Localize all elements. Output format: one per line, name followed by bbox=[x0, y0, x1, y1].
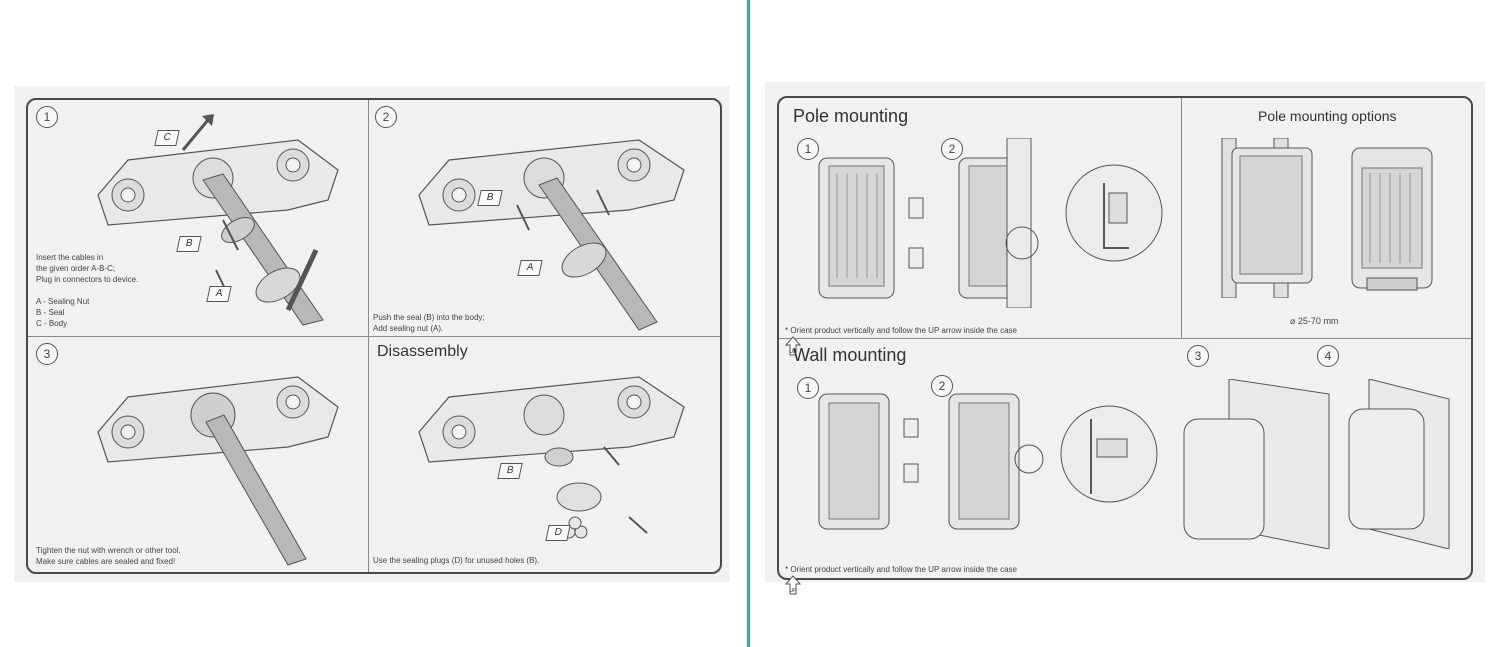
up-arrow-label: UP bbox=[790, 588, 798, 594]
panel-divider-vertical bbox=[1181, 98, 1182, 338]
label-tag-a: A bbox=[517, 260, 543, 276]
label-tag-b: B bbox=[497, 463, 523, 479]
step-caption: Tighten the nut with wrench or other too… bbox=[36, 546, 181, 566]
up-arrow-icon: UP bbox=[785, 575, 801, 595]
step-number: 1 bbox=[797, 138, 819, 160]
panel-divider-horizontal bbox=[779, 338, 1471, 339]
up-arrow-label: UP bbox=[790, 349, 798, 355]
disassembly-panel: Disassembly B D Use the sealing plugs (D… bbox=[369, 337, 720, 572]
label-tag-b: B bbox=[477, 190, 503, 206]
wall-mounting-panel: Wall mounting 1 2 3 4 bbox=[779, 339, 1471, 595]
step-number: 1 bbox=[797, 377, 819, 399]
mounting-instructions-sheet: Pole mounting 1 2 * Orient product verti… bbox=[765, 82, 1485, 595]
label-tag-a: A bbox=[206, 286, 232, 302]
cable-instructions-frame: 1 C B A Insert the cables in the giv bbox=[26, 98, 722, 574]
cable-step-1-panel: 1 C B A Insert the cables in the giv bbox=[28, 100, 368, 336]
cable-gland-illustration bbox=[97, 114, 339, 326]
panel-title: Wall mounting bbox=[793, 345, 907, 365]
orientation-note: * Orient product vertically and follow t… bbox=[785, 314, 1017, 356]
step-number: 1 bbox=[36, 106, 58, 128]
orientation-note-text: * Orient product vertically and follow t… bbox=[785, 326, 1017, 335]
wall-illustration bbox=[818, 379, 1450, 549]
pole-diameter-range: ⌀ 25-70 mm bbox=[1290, 316, 1339, 326]
cable-step-2-panel: 2 B A Push the seal (B) into the body; A… bbox=[369, 100, 720, 336]
step-number: 4 bbox=[1317, 345, 1339, 367]
panel-title: Pole mounting options bbox=[1258, 108, 1397, 124]
orientation-note: * Orient product vertically and follow t… bbox=[785, 553, 1017, 595]
pole-illustration bbox=[1221, 138, 1433, 298]
orientation-note-text: * Orient product vertically and follow t… bbox=[785, 565, 1017, 574]
step-caption: Use the sealing plugs (D) for unused hol… bbox=[373, 556, 540, 565]
cable-gland-illustration bbox=[418, 376, 685, 539]
panel-title: Disassembly bbox=[377, 343, 468, 360]
cable-gland-illustration bbox=[418, 139, 685, 331]
step-number: 2 bbox=[941, 138, 963, 160]
step-caption: Push the seal (B) into the body; Add sea… bbox=[373, 313, 485, 333]
panel-divider-horizontal bbox=[28, 336, 720, 337]
label-tag-d: D bbox=[545, 525, 571, 541]
cable-gland-illustration bbox=[97, 376, 339, 566]
cable-step-3-panel: 3 Tighten the nut with wrench or other t… bbox=[28, 337, 368, 572]
device-enclosure-illustration bbox=[818, 138, 1163, 308]
step-number: 2 bbox=[931, 375, 953, 397]
cable-instructions-sheet: 1 C B A Insert the cables in the giv bbox=[14, 86, 730, 582]
step-caption: Insert the cables in the given order A-B… bbox=[36, 253, 139, 328]
label-tag-b: B bbox=[176, 236, 202, 252]
step-number: 3 bbox=[1187, 345, 1209, 367]
pole-mounting-panel: Pole mounting 1 2 * Orient product verti… bbox=[779, 98, 1181, 356]
mounting-instructions-frame: Pole mounting 1 2 * Orient product verti… bbox=[777, 96, 1473, 595]
step-number: 2 bbox=[375, 106, 397, 128]
step-number: 3 bbox=[36, 343, 58, 365]
pole-options-panel: Pole mounting options ⌀ 25-70 mm bbox=[1182, 98, 1471, 338]
panel-title: Pole mounting bbox=[793, 106, 909, 126]
label-tag-c: C bbox=[154, 130, 180, 146]
up-arrow-icon: UP bbox=[785, 336, 801, 356]
page-divider bbox=[747, 0, 750, 647]
